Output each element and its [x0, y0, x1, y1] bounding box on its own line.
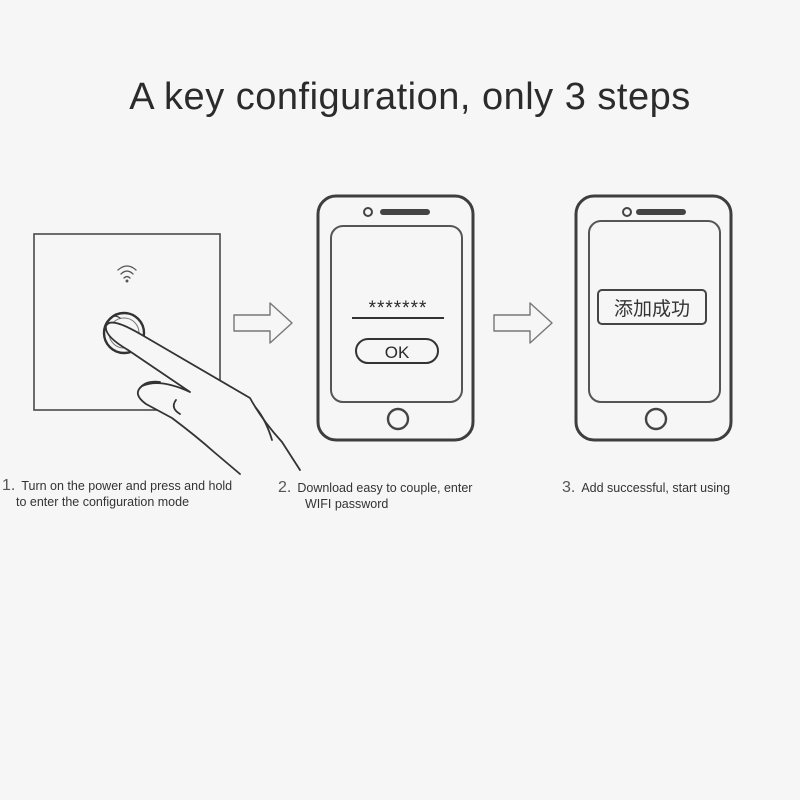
step-1-number: 1. — [2, 477, 16, 494]
step-2-caption: 2. Download easy to couple, enter WIFI pa… — [278, 480, 528, 512]
arrow-right-icon — [233, 302, 293, 344]
step-3-caption: 3. Add successful, start using — [562, 480, 792, 496]
step-2-line1: Download easy to couple, enter — [297, 481, 473, 495]
step-2-line2: WIFI password — [305, 497, 389, 511]
page-title: A key configuration, only 3 steps — [129, 76, 691, 118]
step-1-caption: 1. Turn on the power and press and hold t… — [2, 478, 272, 510]
password-field[interactable]: ******* — [369, 298, 428, 319]
wifi-icon — [117, 265, 137, 283]
step-1-line2: to enter the configuration mode — [16, 495, 190, 509]
ok-button[interactable]: OK — [355, 338, 439, 364]
step-3-number: 3. — [562, 479, 576, 496]
step-1-line1: Turn on the power and press and hold — [21, 479, 233, 493]
ok-button-label: OK — [385, 343, 410, 362]
hand-icon — [105, 315, 301, 475]
step-2-number: 2. — [278, 479, 292, 496]
success-status-label: 添加成功 — [614, 298, 690, 320]
smartphone-icon: 添加成功 — [574, 194, 733, 442]
arrow-right-icon — [493, 302, 553, 344]
smartphone-icon: ******* OK — [316, 194, 475, 442]
success-status-box: 添加成功 — [597, 289, 707, 325]
step-3-line1: Add successful, start using — [581, 481, 731, 495]
